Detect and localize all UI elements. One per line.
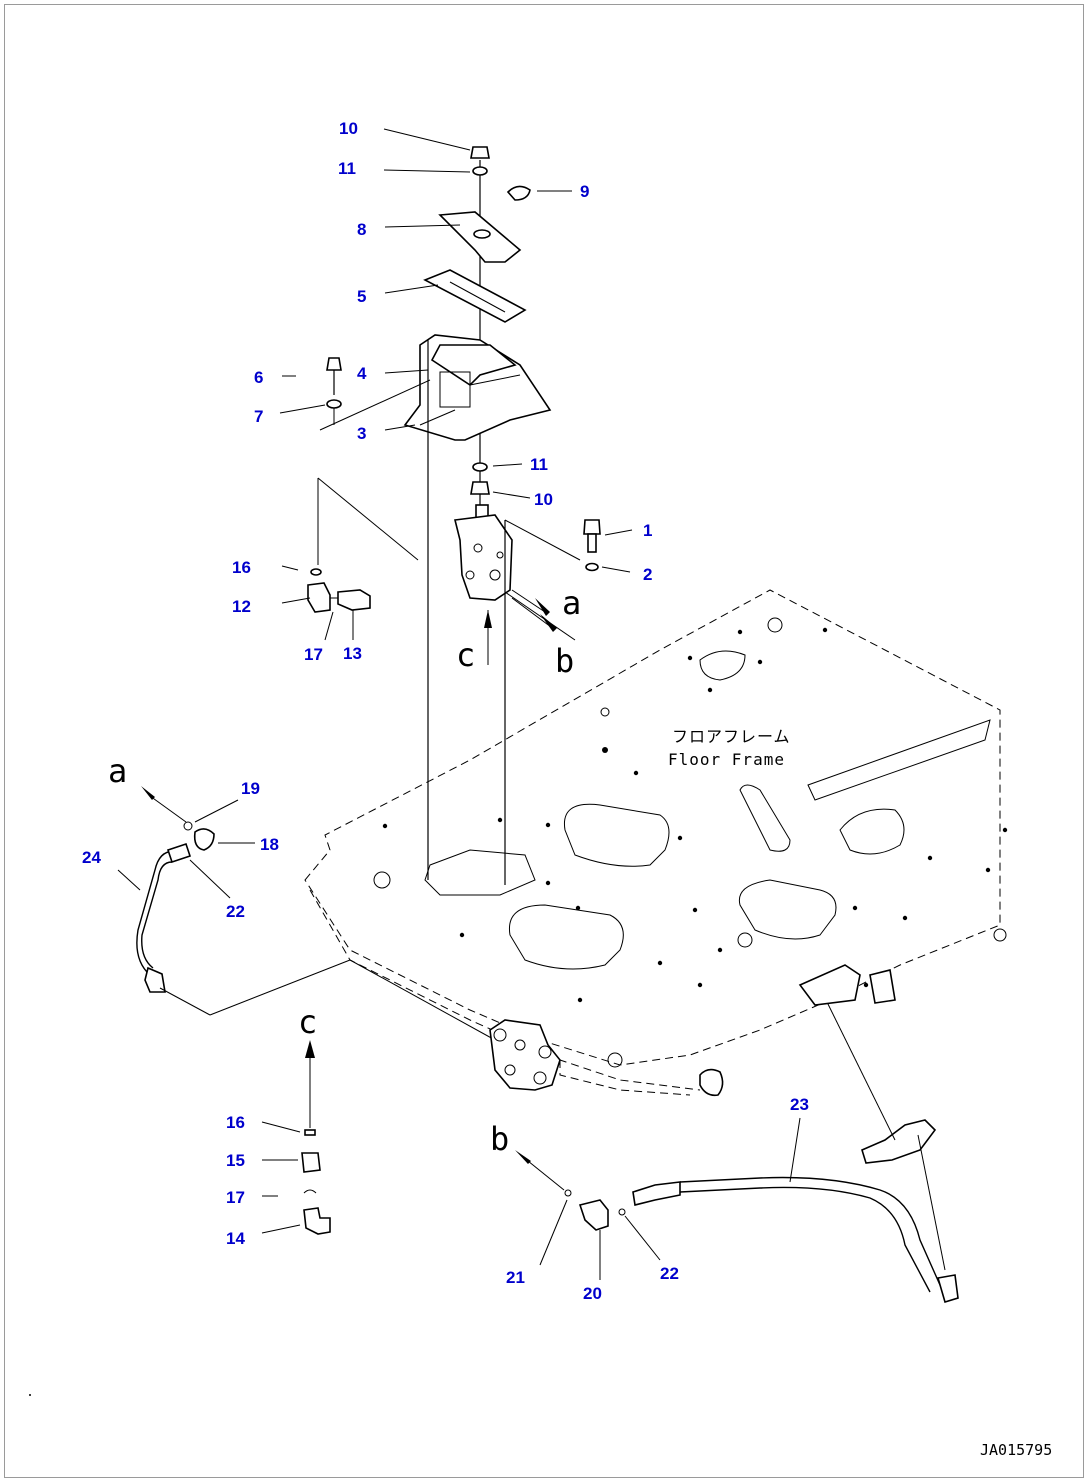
lever-assembly <box>319 146 552 520</box>
callout-16: 16 <box>232 558 251 577</box>
elbow-part-14 <box>303 1207 331 1235</box>
callout-8: 8 <box>357 220 366 239</box>
hose-part-24 <box>136 786 496 1041</box>
callout-20: 20 <box>583 1284 602 1303</box>
washer-part-7 <box>326 399 342 409</box>
callout-9: 9 <box>580 182 589 201</box>
oring-part-21 <box>564 1189 572 1197</box>
floor-frame-label-en: Floor Frame <box>668 750 785 769</box>
callout-16-detail: 16 <box>226 1113 245 1132</box>
callout-4: 4 <box>357 364 367 383</box>
washer-part-11-bottom <box>472 462 488 472</box>
callout-21: 21 <box>506 1268 525 1287</box>
callout-10-lower: 10 <box>534 490 553 509</box>
callout-7: 7 <box>254 407 263 426</box>
callout-18: 18 <box>260 835 279 854</box>
detail-c-parts <box>301 1040 331 1235</box>
callout-22-lower: 22 <box>660 1264 679 1283</box>
drawing-code: JA015795 <box>980 1441 1052 1459</box>
view-b-detail: b <box>490 1120 509 1158</box>
elbow-fitting-12 <box>307 477 419 613</box>
callout-19: 19 <box>241 779 260 798</box>
callout-12: 12 <box>232 597 251 616</box>
callout-1: 1 <box>643 521 652 540</box>
callout-11: 11 <box>338 159 356 178</box>
callouts: 10 11 9 8 5 6 4 7 3 11 10 1 2 16 12 17 1… <box>82 119 809 1303</box>
callout-11-lower: 11 <box>530 455 548 474</box>
washer-part-11-top <box>472 166 488 176</box>
part-16-detail <box>304 1129 316 1136</box>
nut-part-10-top <box>470 146 490 159</box>
nut-part-10-bottom <box>470 481 490 495</box>
pilot-valve <box>427 340 581 885</box>
callout-17-detail: 17 <box>226 1188 245 1207</box>
floor-frame: フロアフレーム Floor Frame <box>304 589 1008 1096</box>
callout-23: 23 <box>790 1095 809 1114</box>
frame-holes <box>373 617 1008 1068</box>
view-a-detail: a <box>108 752 127 790</box>
view-a-marker: a <box>562 584 581 622</box>
fitting-part-18 <box>193 828 215 851</box>
callout-6: 6 <box>254 368 263 387</box>
washer-part-2 <box>585 562 599 572</box>
connector-part-13 <box>337 589 371 611</box>
callout-10: 10 <box>339 119 358 138</box>
part-15 <box>301 1152 321 1173</box>
oring-part-19 <box>183 821 193 831</box>
callout-24: 24 <box>82 848 101 867</box>
view-c-marker: c <box>456 636 475 674</box>
hose-part-23 <box>515 964 959 1304</box>
view-c-detail: c <box>298 1003 317 1041</box>
leader-lines <box>117 128 801 1280</box>
floor-frame-label-jp: フロアフレーム <box>672 727 791 746</box>
drawing-border <box>4 4 1084 1478</box>
callout-5: 5 <box>357 287 366 306</box>
callout-13: 13 <box>343 644 362 663</box>
callout-17: 17 <box>304 645 323 664</box>
cap-part-9 <box>506 185 531 201</box>
bolt-part-1 <box>583 519 601 572</box>
callout-14: 14 <box>226 1229 245 1248</box>
callout-3: 3 <box>357 424 366 443</box>
control-valve <box>489 1019 561 1091</box>
callout-2: 2 <box>643 565 652 584</box>
part-17-detail <box>303 1189 317 1194</box>
bolt-part-6 <box>326 357 342 371</box>
callout-15: 15 <box>226 1151 245 1170</box>
callout-22: 22 <box>226 902 245 921</box>
view-letters: a b c a b c <box>108 584 581 1158</box>
view-b-marker: b <box>555 642 574 680</box>
elbow-part-20 <box>578 1199 609 1231</box>
